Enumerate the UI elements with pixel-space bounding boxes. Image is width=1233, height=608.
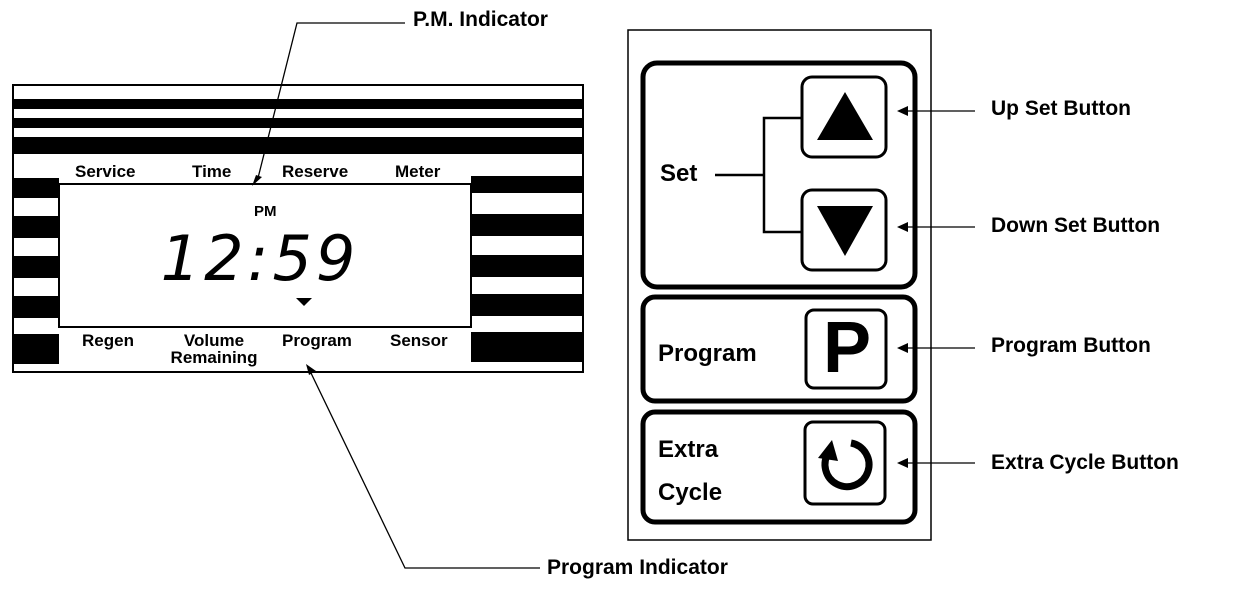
cycle-label: Cycle	[658, 479, 723, 506]
program-leader-arrowhead-icon	[306, 364, 316, 375]
right-stripes	[471, 176, 583, 362]
sensor-label: Sensor	[390, 331, 448, 350]
program-button[interactable]	[804, 308, 888, 390]
down-set-button[interactable]	[800, 188, 888, 272]
keypad-leader-lines	[897, 106, 975, 468]
lcd-window	[58, 183, 472, 328]
up-set-button-callout: Up Set Button	[991, 97, 1131, 120]
down-arrow-icon	[817, 206, 873, 256]
top-band-1	[13, 99, 583, 109]
program-button-callout: Program Button	[991, 334, 1151, 357]
extra-cycle-button[interactable]	[803, 420, 887, 506]
regen-label: Regen	[82, 331, 134, 350]
pm-leader-line	[257, 22, 405, 179]
extra-leader-arrowhead-icon	[897, 458, 908, 468]
set-label: Set	[660, 160, 698, 187]
program-indicator-triangle-icon	[296, 298, 312, 306]
volume-label: Volume	[183, 331, 245, 350]
set-bracket	[715, 116, 803, 234]
time-readout: 12:59	[160, 222, 360, 295]
extra-label: Extra	[658, 436, 719, 463]
program-button-leader-arrowhead-icon	[897, 343, 908, 353]
left-stripes	[13, 178, 59, 364]
program-key-label: Program	[658, 340, 757, 367]
up-set-button[interactable]	[800, 75, 888, 159]
pm-leader-arrowhead-icon	[252, 175, 262, 186]
service-label: Service	[75, 162, 136, 181]
extra-cycle-button-callout: Extra Cycle Button	[991, 451, 1179, 474]
program-p-icon: P	[822, 308, 872, 388]
pm-indicator: PM	[254, 203, 277, 220]
top-band-2	[13, 118, 583, 128]
top-band-3	[13, 137, 583, 154]
program-leader-line	[309, 370, 540, 569]
program-label: Program	[282, 331, 352, 350]
program-indicator-callout: Program Indicator	[547, 556, 728, 579]
cycle-arrow-icon	[818, 439, 873, 491]
display-leader-lines	[252, 22, 540, 569]
reserve-label: Reserve	[282, 162, 349, 181]
meter-label: Meter	[395, 162, 441, 181]
time-label: Time	[192, 162, 232, 181]
down-set-button-callout: Down Set Button	[991, 214, 1161, 237]
keypad-panel	[627, 29, 932, 541]
up-leader-arrowhead-icon	[897, 106, 908, 116]
up-arrow-icon	[817, 92, 873, 140]
down-leader-arrowhead-icon	[897, 222, 908, 232]
pm-indicator-callout: P.M. Indicator	[413, 8, 548, 31]
remaining-label: Remaining	[170, 348, 258, 367]
display-unit	[12, 84, 584, 373]
